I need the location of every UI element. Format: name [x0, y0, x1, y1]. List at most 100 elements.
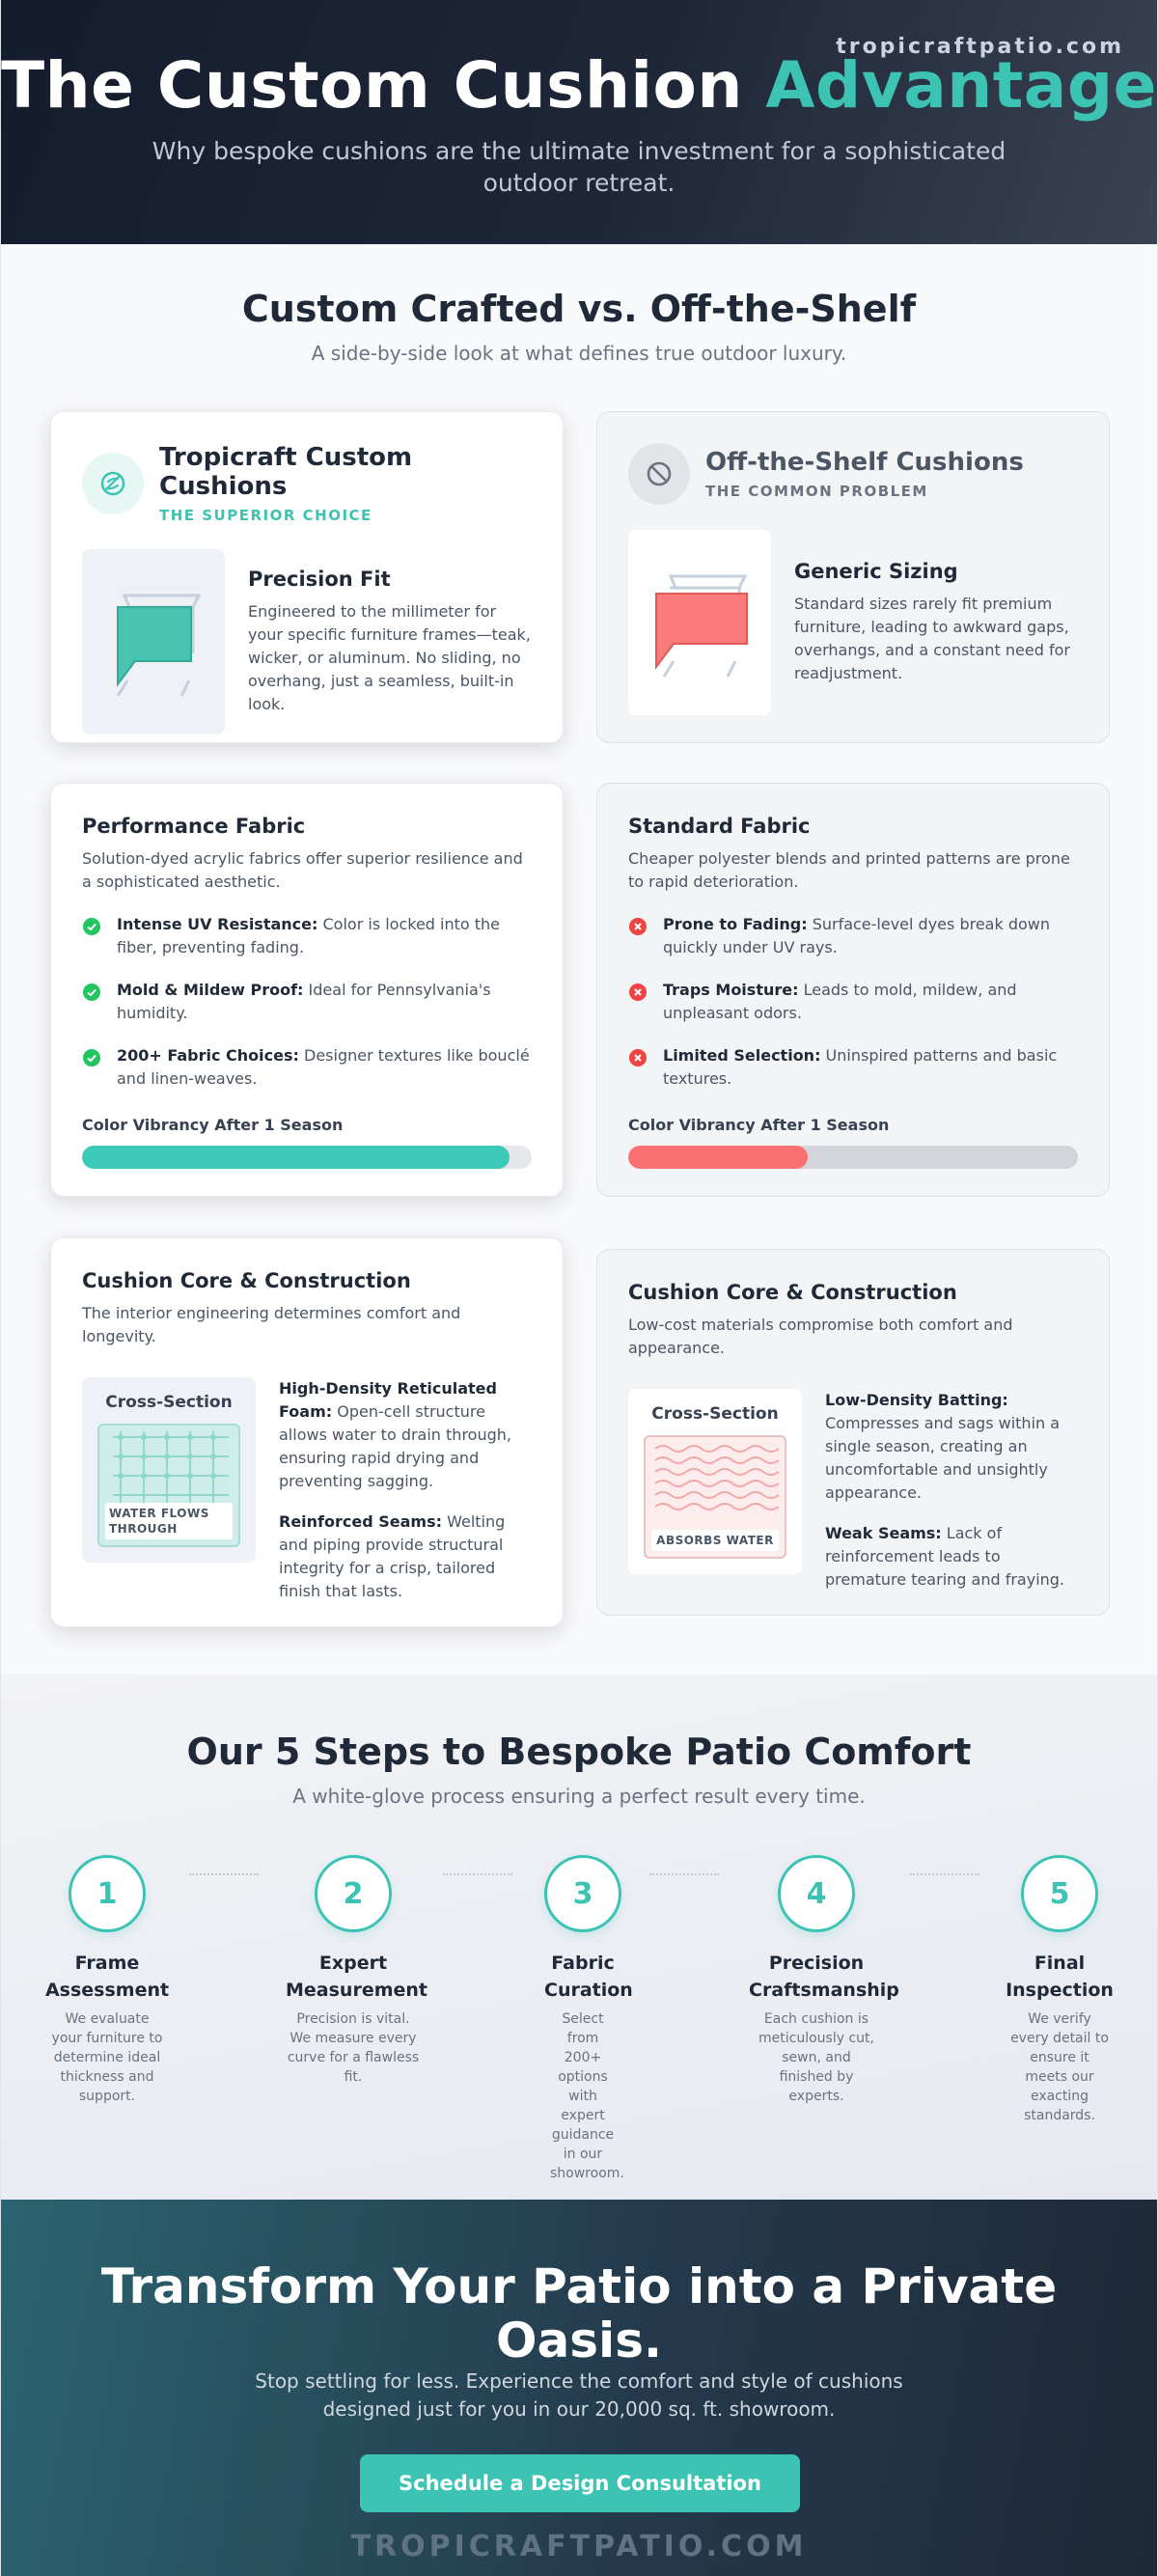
check-icon [82, 983, 101, 1002]
cta-title: Transform Your Patio into a Private Oasi… [100, 2258, 1058, 2368]
generic-fit-desc: Standard sizes rarely fit premium furnit… [794, 595, 1070, 682]
step-item: 4 Precision Craftsmanship Each cushion i… [749, 1855, 899, 2106]
generic-vibrancy-label: Color Vibrancy After 1 Season [628, 1116, 890, 1134]
generic-core-desc: Low-cost materials compromise both comfo… [628, 1316, 1013, 1357]
custom-fit-card: Tropicraft Custom Cushions THE SUPERIOR … [50, 411, 564, 743]
title-main: The Custom Cushion [1, 48, 743, 123]
step-title: Fabric Curation [544, 1953, 633, 2001]
generic-feature: Limited Selection: Uninspired patterns a… [628, 1044, 1078, 1091]
feature-label: Limited Selection: [663, 1046, 821, 1065]
comparison-subtitle: A side-by-side look at what defines true… [311, 342, 847, 365]
step-item: 1 Frame Assessment We evaluate your furn… [40, 1855, 175, 2106]
generic-card-tag: THE COMMON PROBLEM [705, 483, 928, 500]
step-number: 1 [69, 1855, 146, 1932]
core-point-text: Lack of reinforcement leads to premature… [825, 1524, 1065, 1589]
core-point-label: Low-Density Batting: [825, 1391, 1008, 1409]
feature-label: Intense UV Resistance: [117, 915, 318, 933]
custom-cross-section: Cross-Section WATER FLOWS THROUG [82, 1377, 256, 1563]
comparison-title: Custom Crafted vs. Off-the-Shelf [241, 288, 917, 330]
cross-section-title: Cross-Section [651, 1404, 779, 1424]
step-connector [910, 1873, 979, 1875]
cta-section: Transform Your Patio into a Private Oasi… [1, 2200, 1157, 2576]
feature-text: Uninspired patterns and basic textures. [663, 1046, 1058, 1088]
core-point-text: Welting and piping provide structural in… [279, 1512, 506, 1600]
generic-card-title: Off-the-Shelf Cushions [705, 448, 1024, 477]
step-connector [443, 1873, 512, 1875]
hero-header: tropicraftpatio.com The Custom Cushion A… [1, 0, 1157, 244]
schedule-consultation-button[interactable]: Schedule a Design Consultation [360, 2454, 800, 2512]
custom-fit-title: Precision Fit [248, 568, 391, 591]
cross-section-label: ABSORBS WATER [651, 1530, 779, 1551]
prohibited-icon [628, 443, 690, 505]
core-point-label: Reinforced Seams: [279, 1512, 443, 1531]
custom-core-desc: The interior engineering determines comf… [82, 1304, 461, 1345]
custom-card-title: Tropicraft Custom Cushions [159, 443, 413, 501]
step-desc: Select from 200+ options with expert gui… [550, 2011, 624, 2181]
step-number: 3 [544, 1855, 621, 1932]
page-subtitle: Why bespoke cushions are the ultimate in… [152, 137, 1006, 197]
generic-cross-section: Cross-Section ABSORBS WATER [628, 1389, 802, 1574]
check-icon [82, 1048, 101, 1067]
step-item: 5 Final Inspection We verify every detai… [992, 1855, 1127, 2125]
step-title: Final Inspection [1006, 1953, 1114, 2001]
generic-core-title: Cushion Core & Construction [628, 1281, 957, 1304]
step-number: 5 [1021, 1855, 1098, 1932]
step-title: Precision Craftsmanship [749, 1953, 899, 2001]
page-title: The Custom Cushion Advantage [1, 48, 1157, 123]
precision-fit-illustration [82, 549, 225, 734]
generic-vibrancy-fill [628, 1146, 809, 1169]
step-number: 4 [778, 1855, 855, 1932]
core-point: Low-Density Batting: Compresses and sags… [825, 1389, 1078, 1505]
cross-section-title: Cross-Section [105, 1393, 233, 1412]
generic-core-card: Cushion Core & Construction Low-cost mat… [596, 1249, 1110, 1616]
x-icon [628, 917, 648, 936]
custom-feature: Mold & Mildew Proof: Ideal for Pennsylva… [82, 979, 532, 1025]
custom-card-tag: THE SUPERIOR CHOICE [159, 507, 372, 524]
core-point-label: Weak Seams: [825, 1524, 942, 1542]
leaf-badge-icon [82, 453, 144, 514]
feature-text: Designer textures like bouclé and linen-… [117, 1046, 530, 1088]
core-point-label: High-Density Reticulated Foam: [279, 1379, 497, 1421]
generic-fit-title: Generic Sizing [794, 560, 958, 583]
custom-fabric-card: Performance Fabric Solution-dyed acrylic… [50, 783, 564, 1197]
batting-graphic: ABSORBS WATER [644, 1435, 786, 1559]
custom-fabric-desc: Solution-dyed acrylic fabrics offer supe… [82, 849, 523, 891]
title-accent: Advantage [765, 48, 1157, 123]
custom-vibrancy-fill [82, 1146, 510, 1169]
x-icon [628, 1048, 648, 1067]
feature-text: Color is locked into the fiber, preventi… [117, 915, 501, 956]
core-point: Reinforced Seams: Welting and piping pro… [279, 1510, 532, 1603]
custom-vibrancy-label: Color Vibrancy After 1 Season [82, 1116, 344, 1134]
x-icon [628, 983, 648, 1002]
step-connector [649, 1873, 719, 1875]
steps-title: Our 5 Steps to Bespoke Patio Comfort [186, 1731, 972, 1773]
step-connector [189, 1873, 259, 1875]
feature-text: Surface-level dyes break down quickly un… [663, 915, 1050, 956]
generic-fabric-card: Standard Fabric Cheaper polyester blends… [596, 783, 1110, 1197]
cross-section-label: WATER FLOWS THROUGH [105, 1503, 233, 1539]
feature-text: Leads to mold, mildew, and unpleasant od… [663, 981, 1017, 1022]
feature-label: Traps Moisture: [663, 981, 799, 999]
generic-feature: Prone to Fading: Surface-level dyes brea… [628, 913, 1078, 959]
generic-feature: Traps Moisture: Leads to mold, mildew, a… [628, 979, 1078, 1025]
core-point: High-Density Reticulated Foam: Open-cell… [279, 1377, 532, 1493]
step-desc: We verify every detail to ensure it meet… [1010, 2011, 1109, 2123]
feature-text: Ideal for Pennsylvania's humidity. [117, 981, 491, 1022]
custom-feature: 200+ Fabric Choices: Designer textures l… [82, 1044, 532, 1091]
footer-brand[interactable]: TROPICRAFTPATIO.COM [350, 2530, 808, 2563]
custom-feature: Intense UV Resistance: Color is locked i… [82, 913, 532, 959]
step-number: 2 [315, 1855, 392, 1932]
feature-label: Prone to Fading: [663, 915, 808, 933]
custom-vibrancy-bar [82, 1146, 532, 1169]
comparison-heading: Custom Crafted vs. Off-the-Shelf A side-… [1, 244, 1157, 365]
site-domain[interactable]: tropicraftpatio.com [836, 35, 1124, 59]
generic-fit-card: Off-the-Shelf Cushions THE COMMON PROBLE… [596, 411, 1110, 743]
feature-label: 200+ Fabric Choices: [117, 1046, 299, 1065]
step-title: Expert Measurement [286, 1953, 427, 2001]
steps-subtitle: A white-glove process ensuring a perfect… [292, 1785, 866, 1808]
check-icon [82, 917, 101, 936]
custom-fit-desc: Engineered to the millimeter for your sp… [248, 602, 531, 713]
custom-fabric-title: Performance Fabric [82, 815, 306, 838]
generic-sizing-illustration [628, 530, 771, 715]
